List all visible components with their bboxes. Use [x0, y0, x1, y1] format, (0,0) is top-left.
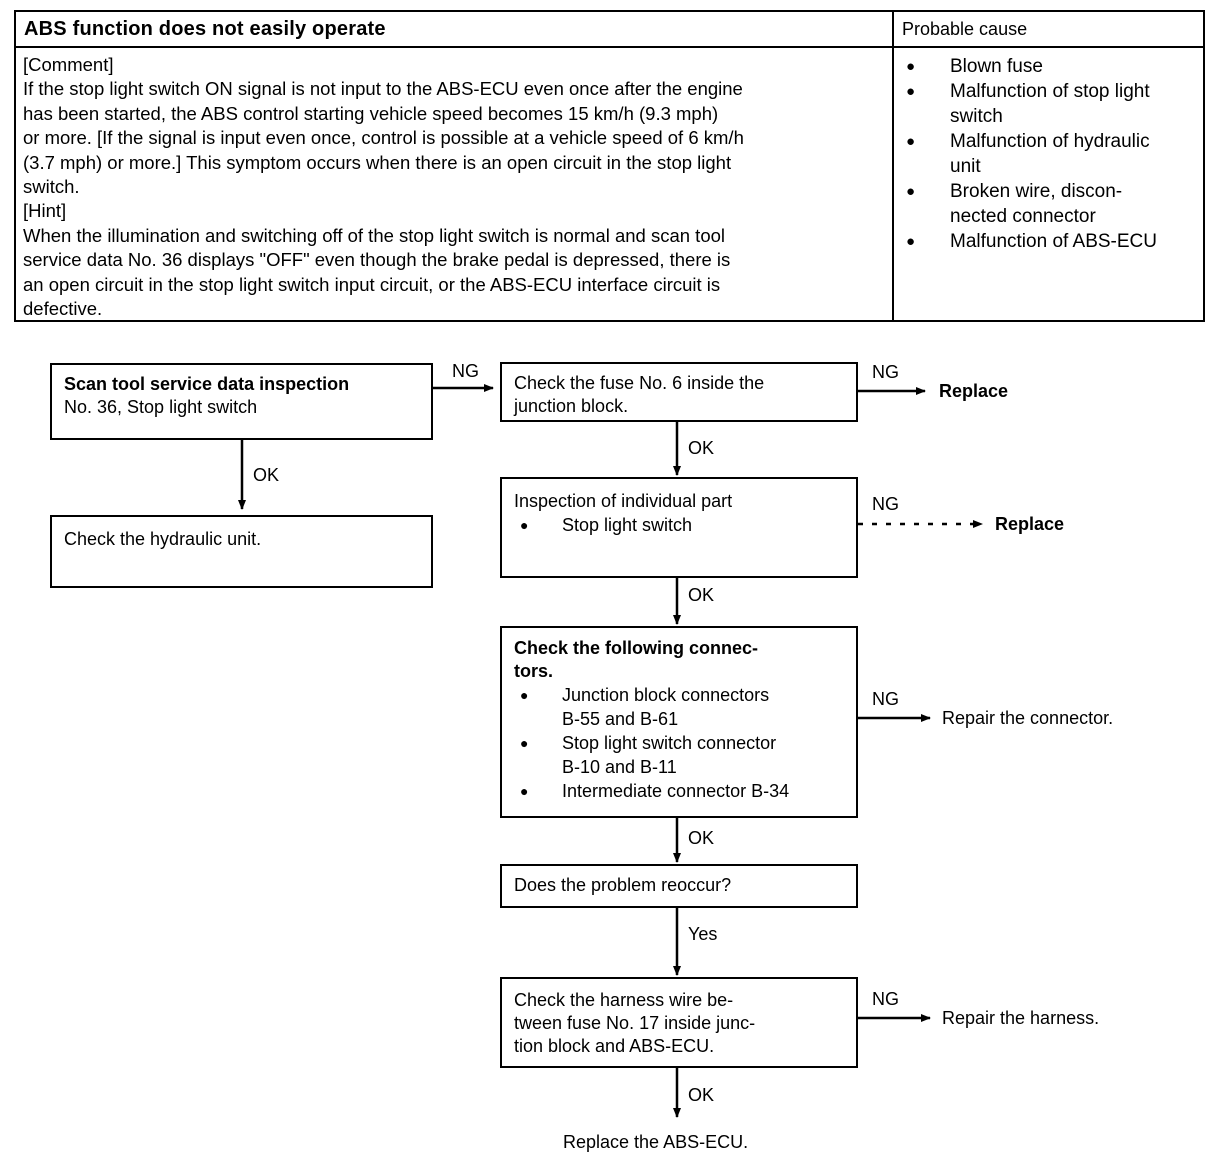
bullet-icon: ●	[906, 183, 916, 200]
bullet-icon: ●	[906, 133, 916, 150]
list-item: ● Malfunction of stop light switch	[898, 79, 1197, 129]
box-scan-tool-inspection[interactable]: Scan tool service data inspection No. 36…	[50, 363, 433, 440]
list-item: ● Malfunction of ABS-ECU	[898, 229, 1197, 254]
symptom-title: ABS function does not easily operate	[24, 17, 386, 40]
terminal-replace-fuse[interactable]: Replace	[939, 381, 1009, 401]
connector-item-2-line-2: B-10 and B-11	[562, 757, 677, 777]
cause-line-1: Blown fuse	[950, 56, 1043, 77]
comment-line-1: If the stop light switch ON signal is no…	[23, 78, 743, 100]
connector-item-1-line-2: B-55 and B-61	[562, 709, 679, 729]
bullet-icon: ●	[906, 83, 916, 100]
edge-label-ok-individual-part: OK	[688, 585, 715, 605]
box-hydraulic-text: Check the hydraulic unit.	[64, 529, 262, 549]
edge-label-ok-connectors: OK	[688, 828, 715, 848]
box-harness-line-1: Check the harness wire be-	[514, 990, 734, 1010]
hint-line-3: an open circuit in the stop light switch…	[23, 273, 721, 295]
comment-line-5: switch.	[23, 176, 80, 198]
box-harness-line-3: tion block and ABS-ECU.	[514, 1036, 715, 1056]
bullet-icon: ●	[906, 233, 916, 250]
probable-cause-header-cell: Probable cause	[894, 12, 1203, 48]
connector-item-3-line-1: Intermediate connector B-34	[562, 781, 790, 801]
box-inspection-individual-part[interactable]: Inspection of individual part ● Stop lig…	[500, 477, 858, 578]
box-connectors-title-line-2: tors.	[514, 661, 554, 681]
box-check-harness[interactable]: Check the harness wire be- tween fuse No…	[500, 977, 858, 1068]
box-individual-title: Inspection of individual part	[514, 491, 733, 511]
terminal-replace-ecu[interactable]: Replace the ABS-ECU.	[563, 1132, 749, 1152]
box-fuse-line-2: junction block.	[514, 396, 629, 416]
cause-line-1: Malfunction of stop light	[950, 81, 1150, 102]
hint-line-4: defective.	[23, 298, 103, 320]
symptom-table: ABS function does not easily operate [Co…	[14, 10, 1205, 322]
edge-label-ng-fuse: NG	[872, 362, 899, 382]
bullet-icon: ●	[906, 58, 916, 75]
probable-cause-column: Probable cause ● Blown fuse ● Malfunctio…	[894, 12, 1203, 320]
box-problem-reoccur[interactable]: Does the problem reoccur?	[500, 864, 858, 908]
symptom-description: [Comment] If the stop light switch ON si…	[16, 48, 892, 321]
list-item: ● Blown fuse	[898, 54, 1197, 79]
edge-label-yes-reoccur: Yes	[688, 924, 718, 944]
bullet-icon: ●	[520, 783, 529, 799]
box-check-connectors[interactable]: Check the following connec- tors. ● Junc…	[500, 626, 858, 818]
bullet-icon: ●	[520, 735, 529, 751]
comment-line-4: (3.7 mph) or more.] This symptom occurs …	[23, 151, 732, 173]
box-scan-tool-subtitle: No. 36, Stop light switch	[64, 397, 258, 417]
cause-line-1: Malfunction of hydraulic	[950, 131, 1150, 152]
hint-label: [Hint]	[23, 200, 67, 222]
cause-line-1: Malfunction of ABS-ECU	[950, 231, 1157, 252]
probable-cause-list: ● Blown fuse ● Malfunction of stop light…	[894, 48, 1203, 254]
hint-line-2: service data No. 36 displays "OFF" even …	[23, 249, 731, 271]
list-item: ● Broken wire, discon- nected connector	[898, 179, 1197, 229]
box-check-hydraulic-unit[interactable]: Check the hydraulic unit.	[50, 515, 433, 588]
box-check-fuse[interactable]: Check the fuse No. 6 inside the junction…	[500, 362, 858, 422]
list-item: ● Malfunction of hydraulic unit	[898, 129, 1197, 179]
cause-line-2: switch	[950, 106, 1003, 127]
comment-line-3: or more. [If the signal is input even on…	[23, 127, 744, 149]
bullet-icon: ●	[520, 687, 529, 703]
box-individual-list: ● Stop light switch	[514, 513, 846, 537]
list-item: ● Intermediate connector B-34	[514, 779, 846, 803]
symptom-column: ABS function does not easily operate [Co…	[16, 12, 894, 320]
box-reoccur-text: Does the problem reoccur?	[514, 875, 732, 895]
cause-line-1: Broken wire, discon-	[950, 181, 1123, 202]
list-item: ● Stop light switch connector B-10 and B…	[514, 731, 846, 779]
terminal-repair-connector[interactable]: Repair the connector.	[942, 708, 1114, 728]
cause-line-2: unit	[950, 156, 981, 177]
connector-item-1-line-1: Junction block connectors	[562, 685, 770, 705]
list-item: ● Junction block connectors B-55 and B-6…	[514, 683, 846, 731]
box-fuse-line-1: Check the fuse No. 6 inside the	[514, 373, 765, 393]
edge-label-ng-harness: NG	[872, 989, 899, 1009]
box-individual-item-1: Stop light switch	[562, 515, 693, 535]
box-harness-line-2: tween fuse No. 17 inside junc-	[514, 1013, 756, 1033]
list-item: ● Stop light switch	[514, 513, 846, 537]
probable-cause-title: Probable cause	[902, 18, 1028, 39]
cause-line-2: nected connector	[950, 206, 1096, 227]
edge-label-ng-individual-part: NG	[872, 494, 899, 514]
edge-label-ng-scan-tool: NG	[452, 361, 479, 381]
edge-label-ok-harness: OK	[688, 1085, 715, 1105]
edge-label-ng-connectors: NG	[872, 689, 899, 709]
comment-label: [Comment]	[23, 54, 114, 75]
connector-item-2-line-1: Stop light switch connector	[562, 733, 777, 753]
edge-label-ok-scan-tool: OK	[253, 465, 280, 485]
symptom-header-cell: ABS function does not easily operate	[16, 12, 892, 48]
terminal-repair-harness[interactable]: Repair the harness.	[942, 1008, 1100, 1028]
box-scan-tool-title: Scan tool service data inspection	[64, 374, 350, 394]
bullet-icon: ●	[520, 517, 529, 533]
edge-label-ok-fuse: OK	[688, 438, 715, 458]
box-connectors-title-line-1: Check the following connec-	[514, 638, 759, 658]
hint-line-1: When the illumination and switching off …	[23, 224, 726, 246]
box-connectors-list: ● Junction block connectors B-55 and B-6…	[514, 683, 846, 803]
comment-line-2: has been started, the ABS control starti…	[23, 102, 719, 124]
terminal-replace-switch[interactable]: Replace	[995, 514, 1065, 534]
